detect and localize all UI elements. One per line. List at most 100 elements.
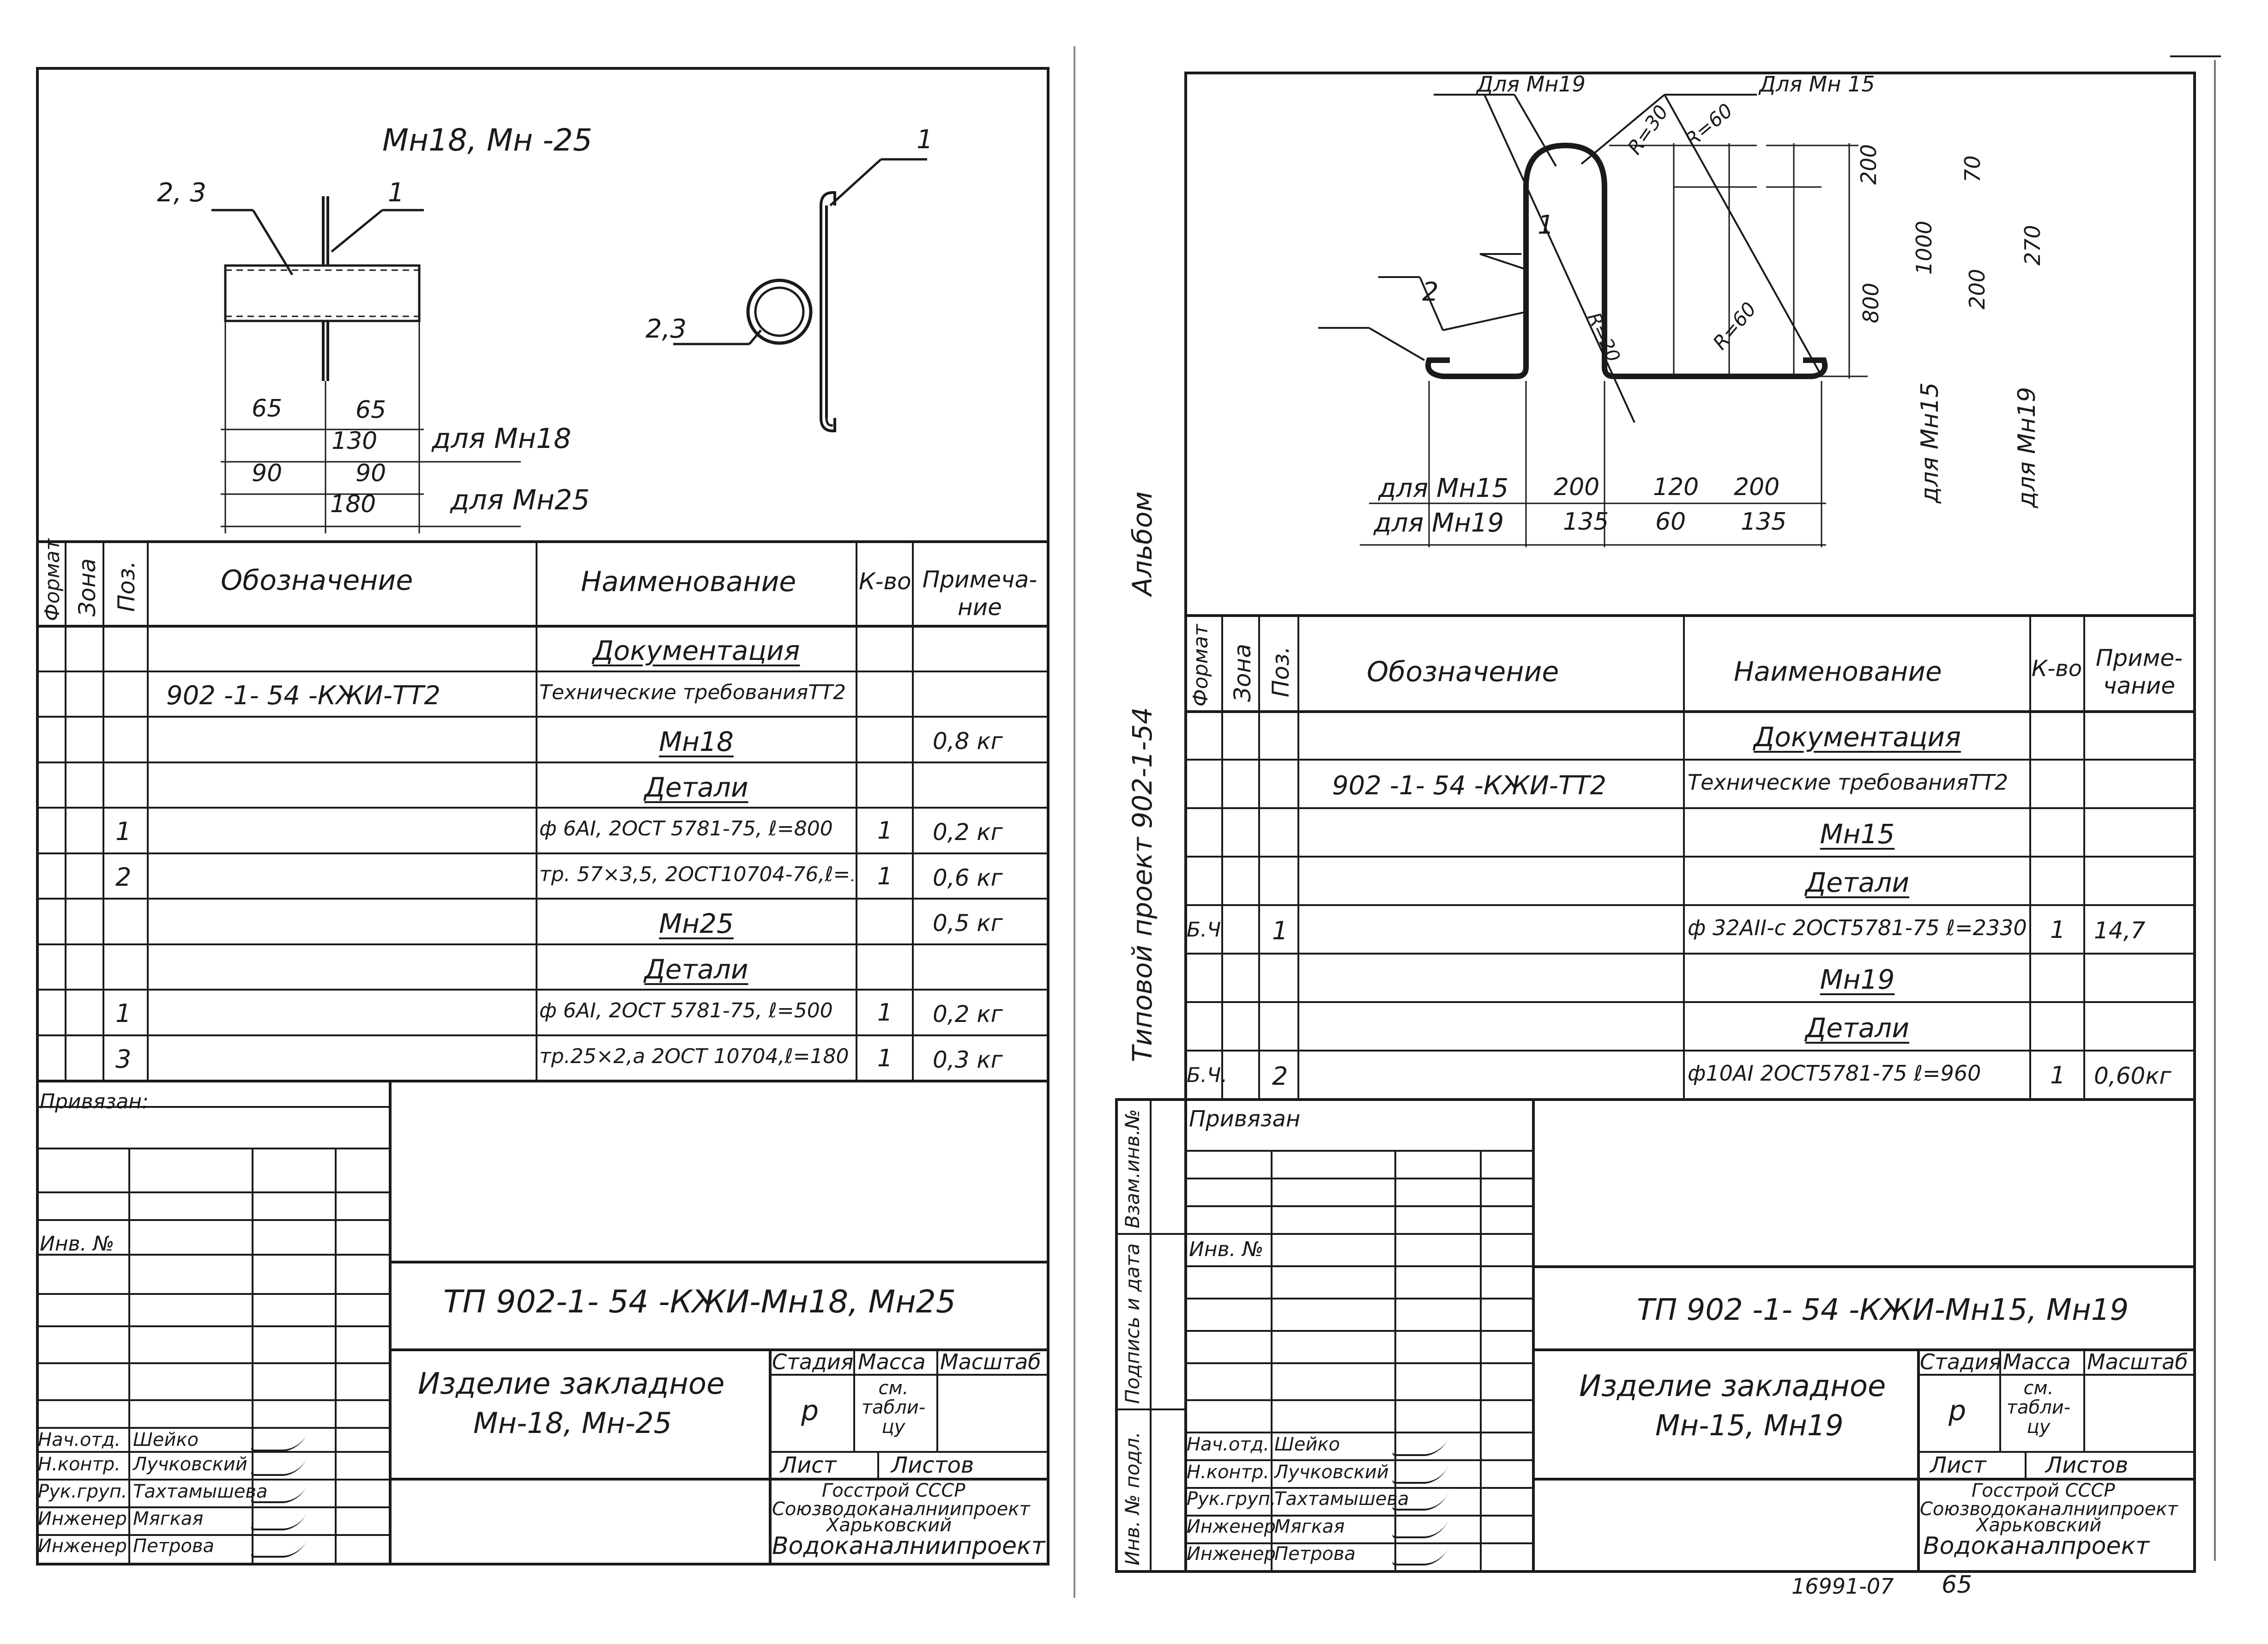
stamp-role: Нач.отд. bbox=[1187, 1434, 1270, 1455]
cell-name: ф 6АI, 2ОСТ 5781-75, ℓ=500 bbox=[539, 999, 833, 1022]
table-row-divider bbox=[1184, 1050, 2196, 1052]
signature bbox=[1391, 1465, 1449, 1484]
cell-note: 0,2 кг bbox=[933, 819, 1003, 846]
table-row-divider bbox=[36, 807, 1050, 809]
left-title: Мн18, Мн -25 bbox=[382, 122, 592, 158]
stamp-name: Петрова bbox=[133, 1535, 214, 1557]
dim-90-right: 90 bbox=[356, 459, 386, 487]
sheet-separator bbox=[1074, 46, 1075, 1598]
cell-pos: 1 bbox=[115, 817, 132, 846]
right-privyazan: Привязан bbox=[1189, 1106, 1301, 1132]
sheet-number: 16991-07 bbox=[1791, 1574, 1894, 1599]
right-org-4: Водоканалпроект bbox=[1923, 1532, 2150, 1560]
left-frame-right bbox=[1047, 67, 1050, 1565]
cell-qty: 1 bbox=[877, 999, 893, 1027]
dim-v-200: 200 bbox=[1856, 144, 1881, 185]
table-row-divider bbox=[36, 989, 1050, 991]
label-for-mn18: для Мн18 bbox=[432, 423, 572, 455]
page-number: 65 bbox=[1942, 1571, 1972, 1599]
stamp-name: Мягкая bbox=[133, 1508, 204, 1529]
right-massa: Масса bbox=[2003, 1349, 2071, 1374]
label-2-3: 2, 3 bbox=[157, 178, 206, 208]
cell-pos: 2 bbox=[115, 862, 132, 892]
dim-h-200a: 200 bbox=[1554, 473, 1600, 501]
left-org-4: Водоканалниипроект bbox=[772, 1532, 1045, 1560]
lbl-for-mn19-vertical: для Мн19 bbox=[2013, 387, 2041, 508]
cell-format: Б.Ч bbox=[1187, 918, 1221, 942]
stamp-role: Инженер bbox=[1187, 1543, 1276, 1565]
right-org-2: Союзводоканалниипроект bbox=[1920, 1499, 2178, 1520]
table-row-divider bbox=[1184, 807, 2196, 809]
cell-name: Документация bbox=[1754, 721, 1961, 753]
cell-note: 0,5 кг bbox=[933, 910, 1003, 937]
dim-130: 130 bbox=[332, 427, 378, 455]
label-1: 1 bbox=[388, 178, 404, 208]
cell-note: 0,3 кг bbox=[933, 1046, 1003, 1073]
cell-name: Мн15 bbox=[1820, 818, 1895, 850]
dim-180: 180 bbox=[330, 490, 376, 518]
signature bbox=[249, 1512, 308, 1530]
left-massa-value: см. табли-цу bbox=[861, 1378, 926, 1438]
right-hdr-name: Наименование bbox=[1734, 656, 1942, 687]
lbl-for-mn19-h: для Мн19 bbox=[1374, 508, 1504, 538]
stamp-name: Мягкая bbox=[1274, 1516, 1345, 1537]
table-row-divider bbox=[1184, 759, 2196, 761]
right-list: Лист bbox=[1930, 1452, 1986, 1478]
cell-name: Технические требованияТТ2 bbox=[1688, 770, 2009, 795]
cell-name: Детали bbox=[644, 771, 748, 803]
dim-h-120: 120 bbox=[1653, 473, 1699, 501]
left-org-1: Госстрой СССР bbox=[822, 1480, 965, 1501]
table-row-divider bbox=[36, 761, 1050, 763]
left-listov: Листов bbox=[891, 1452, 974, 1478]
cell-pos: 3 bbox=[115, 1044, 132, 1074]
cell-qty: 1 bbox=[877, 817, 893, 845]
cell-qty: 1 bbox=[877, 862, 893, 890]
cell-pos: 1 bbox=[115, 999, 132, 1028]
side-podpis: Подпись и дата bbox=[1121, 1243, 1144, 1404]
signature bbox=[249, 1539, 308, 1558]
right-stadiya-value: р bbox=[1948, 1395, 1966, 1427]
dim-v-1000: 1000 bbox=[1912, 220, 1936, 275]
cell-name: ф 6АI, 2ОСТ 5781-75, ℓ=800 bbox=[539, 817, 833, 840]
left-frame-top bbox=[36, 67, 1050, 70]
left-masshtab: Масштаб bbox=[940, 1349, 1041, 1374]
right-drawing bbox=[1318, 94, 1868, 547]
dim-65-right: 65 bbox=[356, 396, 386, 424]
cell-name: тр. 57×3,5, 2ОСТ10704-76,ℓ=130 bbox=[539, 862, 853, 886]
stamp-role: Н.контр. bbox=[1187, 1462, 1269, 1483]
cell-note: 0,2 кг bbox=[933, 1001, 1003, 1028]
lbl-pos-1: 1 bbox=[1538, 210, 1554, 240]
left-stadiya: Стадия bbox=[772, 1349, 854, 1374]
lbl-for-mn19-top: Для Мн19 bbox=[1477, 72, 1586, 97]
right-hdr-designation: Обозначение bbox=[1367, 656, 1559, 688]
left-stadiya-value: р bbox=[801, 1395, 819, 1427]
cell-note: 14,7 bbox=[2094, 917, 2146, 944]
right-inv-no: Инв. № bbox=[1189, 1238, 1264, 1261]
table-row-divider bbox=[1184, 953, 2196, 955]
cell-name: Детали bbox=[1805, 867, 1910, 898]
right-org-1: Госстрой СССР bbox=[1972, 1480, 2115, 1501]
table-row-divider bbox=[36, 852, 1050, 854]
cell-name: Документация bbox=[592, 635, 800, 666]
stamp-role: Рук.груп. bbox=[38, 1481, 127, 1502]
stamp-name: Шейко bbox=[1274, 1434, 1340, 1455]
cell-pos: 2 bbox=[1272, 1062, 1288, 1091]
cell-name: Технические требованияТТ2 bbox=[539, 680, 846, 704]
right-massa-value: см. табли-цу bbox=[2006, 1378, 2071, 1438]
cell-designation: 902 -1- 54 -КЖИ-ТТ2 bbox=[1332, 771, 1607, 801]
left-spec-bottom bbox=[36, 1080, 1050, 1082]
table-row-divider bbox=[36, 943, 1050, 945]
cell-name: ф10АI 2ОСТ5781-75 ℓ=960 bbox=[1688, 1061, 1981, 1086]
dim-h-135b: 135 bbox=[1741, 508, 1787, 536]
left-spec-top bbox=[36, 540, 1050, 543]
table-row-divider bbox=[1184, 856, 2196, 858]
left-inv-no: Инв. № bbox=[40, 1232, 115, 1256]
left-hdr-qty: К-во bbox=[859, 568, 911, 595]
cell-qty: 1 bbox=[877, 1044, 893, 1072]
side-project: Типовой проект 902-1-54 bbox=[1127, 707, 1158, 1062]
dim-h-135a: 135 bbox=[1563, 508, 1609, 536]
right-listov: Листов bbox=[2045, 1452, 2129, 1478]
cell-designation: 902 -1- 54 -КЖИ-ТТ2 bbox=[166, 680, 441, 711]
cell-note: 0,8 кг bbox=[933, 728, 1003, 755]
dim-h-60: 60 bbox=[1655, 508, 1686, 536]
